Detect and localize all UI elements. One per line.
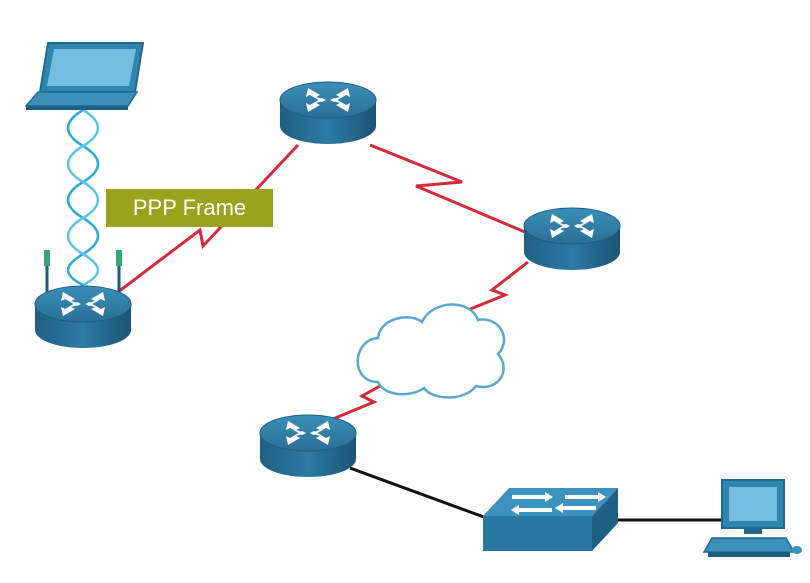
laptop-icon [24,42,145,110]
router-bottom-icon [259,414,357,478]
cloud-icon [356,303,506,399]
ppp-frame-label: PPP Frame [106,189,273,227]
serial-link-router-top-to-router-right [369,143,526,234]
wireless-signal-icon [66,108,100,287]
wireless-router-icon [34,250,132,349]
serial-link-router-right-to-cloud [462,260,529,314]
ethernet-link-router-to-switch [349,466,493,522]
desktop-pc-icon [702,479,802,557]
router-top-icon [279,81,377,145]
switch-icon [483,488,618,551]
router-right-icon [523,207,621,271]
